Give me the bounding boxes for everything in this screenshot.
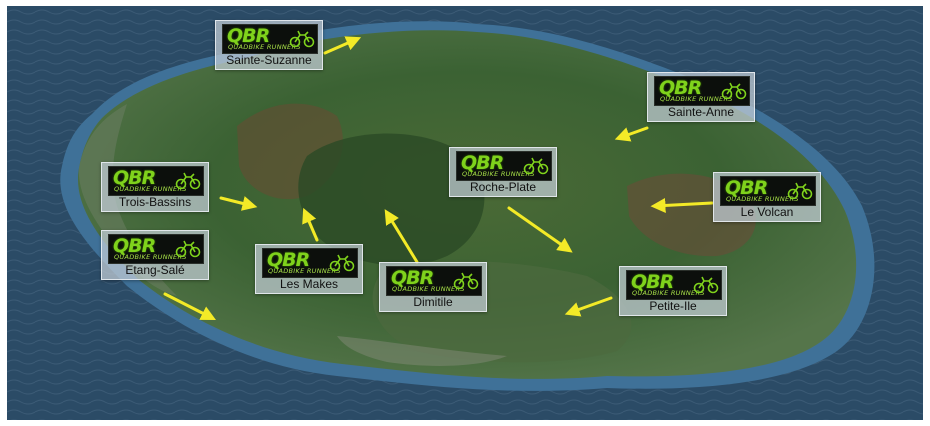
qbr-logo: QBR QUADBIKE RUNNERS xyxy=(108,234,204,264)
badge-label: Le Volcan xyxy=(740,205,794,219)
badge-le-volcan: QBR QUADBIKE RUNNERS Le Volcan xyxy=(713,172,821,222)
logo-mark: QBR xyxy=(227,25,270,47)
qbr-logo: QBR QUADBIKE RUNNERS xyxy=(654,76,750,106)
logo-tagline: QUADBIKE RUNNERS xyxy=(632,289,705,297)
qbr-logo: QBR QUADBIKE RUNNERS xyxy=(386,266,482,296)
logo-mark: QBR xyxy=(725,177,768,199)
logo-tagline: QUADBIKE RUNNERS xyxy=(228,43,301,51)
logo-mark: QBR xyxy=(113,235,156,257)
quad-bike-icon xyxy=(175,172,201,190)
logo-tagline: QUADBIKE RUNNERS xyxy=(392,285,465,293)
badge-etang-sale: QBR QUADBIKE RUNNERS Etang-Salé xyxy=(101,230,209,280)
badge-sainte-suzanne: QBR QUADBIKE RUNNERS Sainte-Suzanne xyxy=(215,20,323,70)
quad-bike-icon xyxy=(787,182,813,200)
qbr-logo: QBR QUADBIKE RUNNERS xyxy=(222,24,318,54)
badge-sainte-anne: QBR QUADBIKE RUNNERS Sainte-Anne xyxy=(647,72,755,122)
badge-label: Etang-Salé xyxy=(125,263,185,277)
arrow-sainte-suzanne xyxy=(323,36,362,55)
logo-mark: QBR xyxy=(267,249,310,271)
logo-mark: QBR xyxy=(113,167,156,189)
qbr-logo: QBR QUADBIKE RUNNERS xyxy=(108,166,204,196)
quad-bike-icon xyxy=(523,157,549,175)
logo-mark: QBR xyxy=(659,77,702,99)
logo-tagline: QUADBIKE RUNNERS xyxy=(660,95,733,103)
coastal-plain xyxy=(78,104,177,296)
logo-mark: QBR xyxy=(461,152,504,174)
arrow-les-makes xyxy=(302,207,319,242)
quad-bike-icon xyxy=(329,254,355,272)
quad-bike-icon xyxy=(175,240,201,258)
quad-bike-icon xyxy=(693,276,719,294)
logo-tagline: QUADBIKE RUNNERS xyxy=(462,170,535,178)
badge-label: Sainte-Suzanne xyxy=(226,53,312,67)
badge-label: Petite-Ile xyxy=(649,299,697,313)
qbr-logo: QBR QUADBIKE RUNNERS xyxy=(262,248,358,278)
badge-label: Les Makes xyxy=(279,277,339,291)
logo-tagline: QUADBIKE RUNNERS xyxy=(268,267,341,275)
badge-label: Dimitile xyxy=(413,295,453,309)
badge-label: Sainte-Anne xyxy=(667,105,735,119)
arrow-dimitile xyxy=(384,209,419,264)
badge-label: Roche-Plate xyxy=(469,180,537,194)
quad-bike-icon xyxy=(721,82,747,100)
logo-mark: QBR xyxy=(391,267,434,289)
quad-bike-icon xyxy=(289,30,315,48)
badge-roche-plate: QBR QUADBIKE RUNNERS Roche-Plate xyxy=(449,147,557,197)
arrow-petite-ile xyxy=(564,296,613,317)
logo-tagline: QUADBIKE RUNNERS xyxy=(726,195,799,203)
qbr-logo: QBR QUADBIKE RUNNERS xyxy=(626,270,722,300)
logo-tagline: QUADBIKE RUNNERS xyxy=(114,253,187,261)
logo-tagline: QUADBIKE RUNNERS xyxy=(114,185,187,193)
route-arrows xyxy=(163,36,714,321)
badge-label: Trois-Bassins xyxy=(118,195,192,209)
quad-bike-icon xyxy=(453,272,479,290)
arrow-trois-bassins xyxy=(219,196,258,211)
arrow-le-volcan xyxy=(650,197,714,213)
badge-dimitile: QBR QUADBIKE RUNNERS Dimitile xyxy=(379,262,487,312)
qbr-logo: QBR QUADBIKE RUNNERS xyxy=(456,151,552,181)
badge-petite-ile: QBR QUADBIKE RUNNERS Petite-Ile xyxy=(619,266,727,316)
badge-trois-bassins: QBR QUADBIKE RUNNERS Trois-Bassins xyxy=(101,162,209,212)
arrow-etang-sale xyxy=(163,292,217,321)
badge-les-makes: QBR QUADBIKE RUNNERS Les Makes xyxy=(255,244,363,294)
arrow-sainte-anne xyxy=(614,126,649,142)
town-south xyxy=(337,336,507,366)
qbr-logo: QBR QUADBIKE RUNNERS xyxy=(720,176,816,206)
satellite-map: QBR QUADBIKE RUNNERS Sainte-Suzanne QBR … xyxy=(7,6,923,420)
cirque-center xyxy=(298,133,485,266)
logo-mark: QBR xyxy=(631,271,674,293)
arrow-roche-plate xyxy=(507,206,573,253)
